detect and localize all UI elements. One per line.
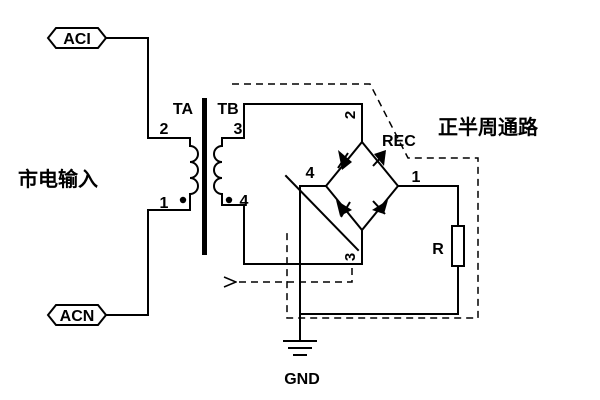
rec-pin-right-label: 1 (412, 169, 421, 186)
rec-pin-left-label: 4 (306, 165, 315, 182)
bridge-positive-wire (397, 185, 459, 227)
rec-pin-top-label: 2 (342, 111, 359, 119)
secondary-winding-tb (213, 144, 224, 196)
mains-input-label: 市电输入 (18, 167, 98, 191)
bridge-negative-wire (299, 185, 327, 323)
acn-terminal: ACN (46, 304, 108, 326)
bridge-rectifier (324, 140, 400, 245)
aci-label: ACI (63, 31, 91, 48)
load-return-wire (299, 265, 459, 315)
resistor-r (451, 225, 465, 267)
rec-label: REC (382, 133, 416, 150)
ta-pin-top-label: 2 (160, 121, 169, 138)
diode-lower-right-icon (372, 200, 388, 214)
diagonal-wire (284, 174, 360, 252)
transformer-core (202, 98, 207, 255)
path-caption: 正半周通路 (438, 115, 539, 139)
diode-lower-left-icon (336, 200, 352, 216)
aci-terminal: ACI (46, 27, 108, 49)
acn-label: ACN (60, 308, 95, 325)
resistor-label: R (432, 241, 444, 258)
secondary-wire-top (221, 103, 363, 147)
primary-winding-ta (188, 144, 199, 196)
ta-label: TA (173, 101, 194, 118)
primary-wire-bottom (105, 193, 191, 316)
bridge-outline (324, 140, 400, 232)
diode-upper-left-icon (338, 150, 352, 170)
rec-pin-bottom-label: 3 (342, 253, 359, 261)
primary-polarity-dot (179, 196, 187, 204)
gnd-label: GND (284, 371, 320, 388)
tb-pin-top-label: 3 (234, 121, 243, 138)
tb-pin-bottom-label: 4 (240, 193, 249, 210)
secondary-polarity-dot (225, 196, 233, 204)
tb-label: TB (217, 101, 238, 118)
ground-icon (283, 313, 317, 356)
primary-wire-top (105, 37, 191, 147)
positive-half-cycle-path (232, 83, 479, 319)
secondary-wire-bottom (221, 193, 363, 265)
ta-pin-bottom-label: 1 (160, 195, 169, 212)
return-path-arrow (236, 268, 353, 282)
